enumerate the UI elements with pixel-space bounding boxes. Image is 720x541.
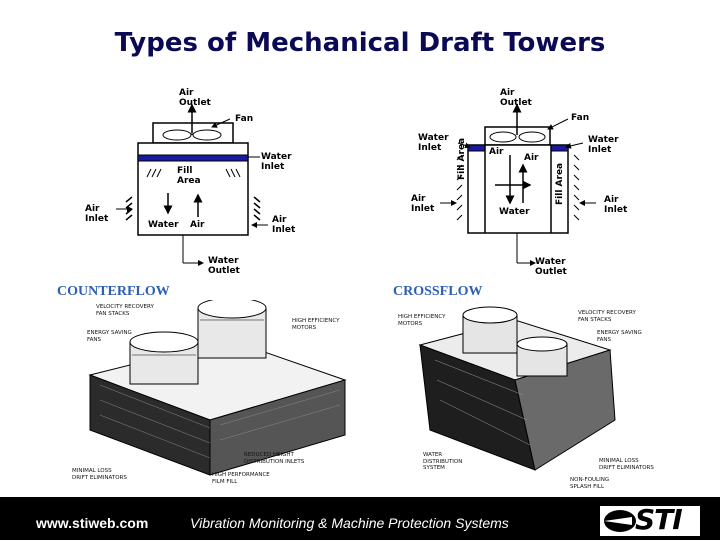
xf-air-top-right-label: Air [524,153,539,163]
xf-water-label: Water [499,207,530,217]
crossflow-diagram [440,103,596,266]
xf-callout-energy-saving: ENERGY SAVING FANS [597,330,642,343]
xf-water-inlet-right-label: Water Inlet [588,135,619,155]
xf-water-inlet-left-label: Water Inlet [418,133,449,153]
cf-callout-energy-saving: ENERGY SAVING FANS [87,330,132,343]
xf-air-inlet-right-label: Air Inlet [604,195,628,215]
xf-air-top-left-label: Air [489,147,504,157]
counterflow-section-label: COUNTERFLOW [57,284,170,299]
cf-callout-minimal-loss: MINIMAL LOSS DRIFT ELIMINATORS [72,468,127,481]
cf-callout-high-efficiency: HIGH EFFICIENCY MOTORS [292,318,340,331]
xf-fan-label: Fan [571,113,590,123]
cf-callout-reduced-height: REDUCED HEIGHT DISTRIBUTION INLETS [244,452,305,465]
xf-callout-non-fouling: NON-FOULING SPLASH FILL [570,477,610,490]
counterflow-tower-illustration [88,300,347,476]
cf-callout-high-performance: HIGH PERFORMANCE FILM FILL [212,472,270,485]
xf-callout-high-efficiency: HIGH EFFICIENCY MOTORS [398,314,446,327]
xf-fill-area-right-label: Fill Area [555,162,565,205]
cf-air-inlet-right-label: Air Inlet [272,215,296,235]
sti-logo [600,506,700,536]
xf-air-outlet-label: Air Outlet [500,88,532,108]
xf-fill-area-left-label: Fill Area [457,137,467,180]
cf-callout-velocity-recovery: VELOCITY RECOVERY FAN STACKS [96,304,154,317]
cf-air-label: Air [190,220,205,230]
cf-fill-area-label: Fill Area [177,166,201,186]
cf-water-outlet-label: Water Outlet [208,256,240,276]
xf-callout-minimal-loss: MINIMAL LOSS DRIFT ELIMINATORS [599,458,654,471]
page-title: Types of Mechanical Draft Towers [114,28,606,58]
footer-url-link[interactable]: www.stiweb.com [36,515,149,531]
cf-air-outlet-label: Air Outlet [179,88,211,108]
cf-fan-label: Fan [235,114,254,124]
xf-water-outlet-label: Water Outlet [535,257,567,277]
crossflow-section-label: CROSSFLOW [393,284,483,299]
cf-air-inlet-left-label: Air Inlet [85,204,109,224]
crossflow-tower-illustration [418,306,616,471]
sti-logo-text: STI [635,503,683,536]
counterflow-diagram [116,103,268,266]
sti-logo-mark-icon [604,510,636,532]
xf-callout-velocity-recovery: VELOCITY RECOVERY FAN STACKS [578,310,636,323]
cf-water-label: Water [148,220,179,230]
cf-water-inlet-label: Water Inlet [261,152,292,172]
footer-tagline: Vibration Monitoring & Machine Protectio… [190,515,509,531]
xf-callout-water-distribution: WATER DISTRIBUTION SYSTEM [423,452,463,471]
xf-air-inlet-left-label: Air Inlet [411,194,435,214]
